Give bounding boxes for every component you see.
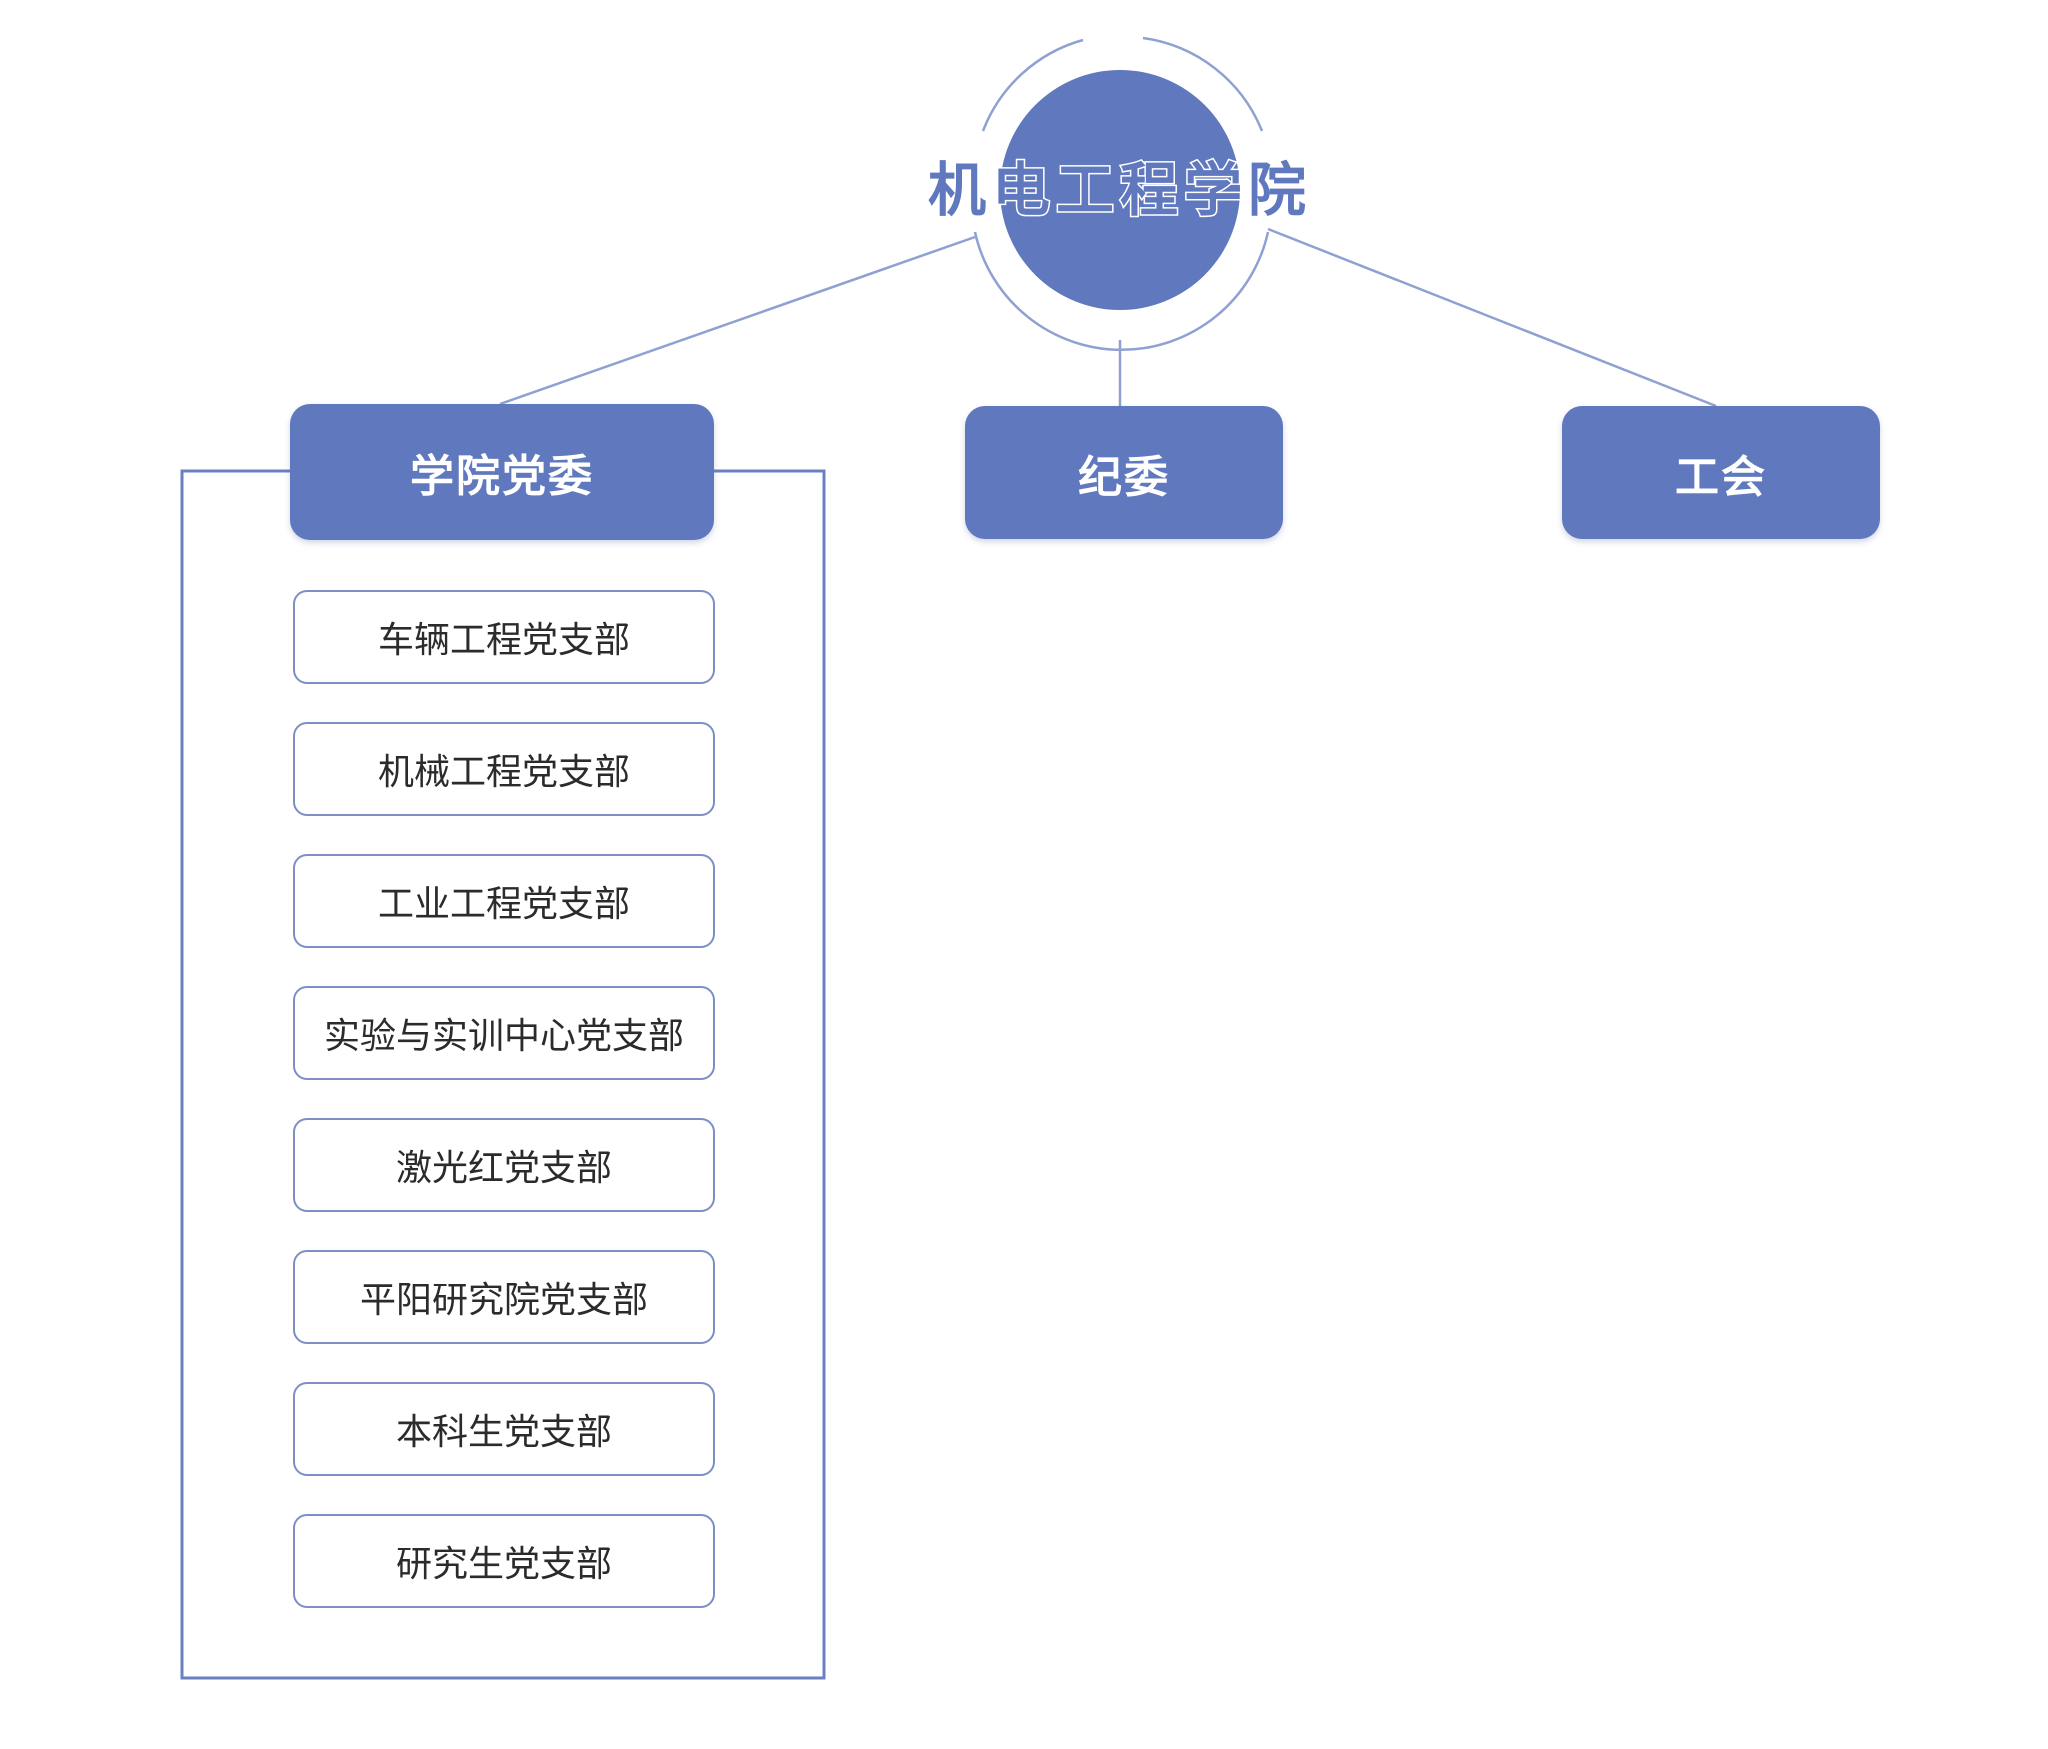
branch-label: 机械工程党支部 (377, 752, 630, 793)
branch-node[interactable]: 工业工程党支部 (293, 854, 715, 948)
connector-to-committee (499, 235, 976, 406)
branch-node[interactable]: 车辆工程党支部 (293, 590, 715, 684)
branch-node[interactable]: 研究生党支部 (293, 1514, 715, 1608)
union-node[interactable]: 工会 (1562, 406, 1880, 539)
branch-label: 激光红党支部 (395, 1148, 612, 1189)
branch-node[interactable]: 实验与实训中心党支部 (293, 986, 715, 1080)
root-circle (1000, 70, 1240, 310)
discipline-label: 纪委 (1078, 451, 1170, 503)
branch-container-frame (180, 469, 826, 1680)
branch-node[interactable]: 本科生党支部 (293, 1382, 715, 1476)
branch-label: 研究生党支部 (395, 1544, 612, 1585)
committee-node[interactable]: 学院党委 (290, 404, 714, 540)
branch-label: 车辆工程党支部 (377, 620, 630, 661)
discipline-node[interactable]: 纪委 (965, 406, 1283, 539)
branch-label: 本科生党支部 (395, 1412, 612, 1453)
union-label: 工会 (1675, 451, 1767, 503)
root-ring-left-arc (981, 38, 1084, 132)
root-title: 机电工程学院 (926, 155, 1312, 226)
committee-label: 学院党委 (410, 451, 594, 502)
connector-to-union (1267, 227, 1717, 408)
branch-node[interactable]: 平阳研究院党支部 (293, 1250, 715, 1344)
root-ring-bottom-arc (973, 231, 1270, 352)
branch-label: 实验与实训中心党支部 (323, 1016, 684, 1057)
root-ring-right-arc (1142, 36, 1264, 132)
branch-label: 工业工程党支部 (377, 884, 630, 925)
branch-node[interactable]: 机械工程党支部 (293, 722, 715, 816)
branch-label: 平阳研究院党支部 (359, 1280, 648, 1321)
branch-node[interactable]: 激光红党支部 (293, 1118, 715, 1212)
